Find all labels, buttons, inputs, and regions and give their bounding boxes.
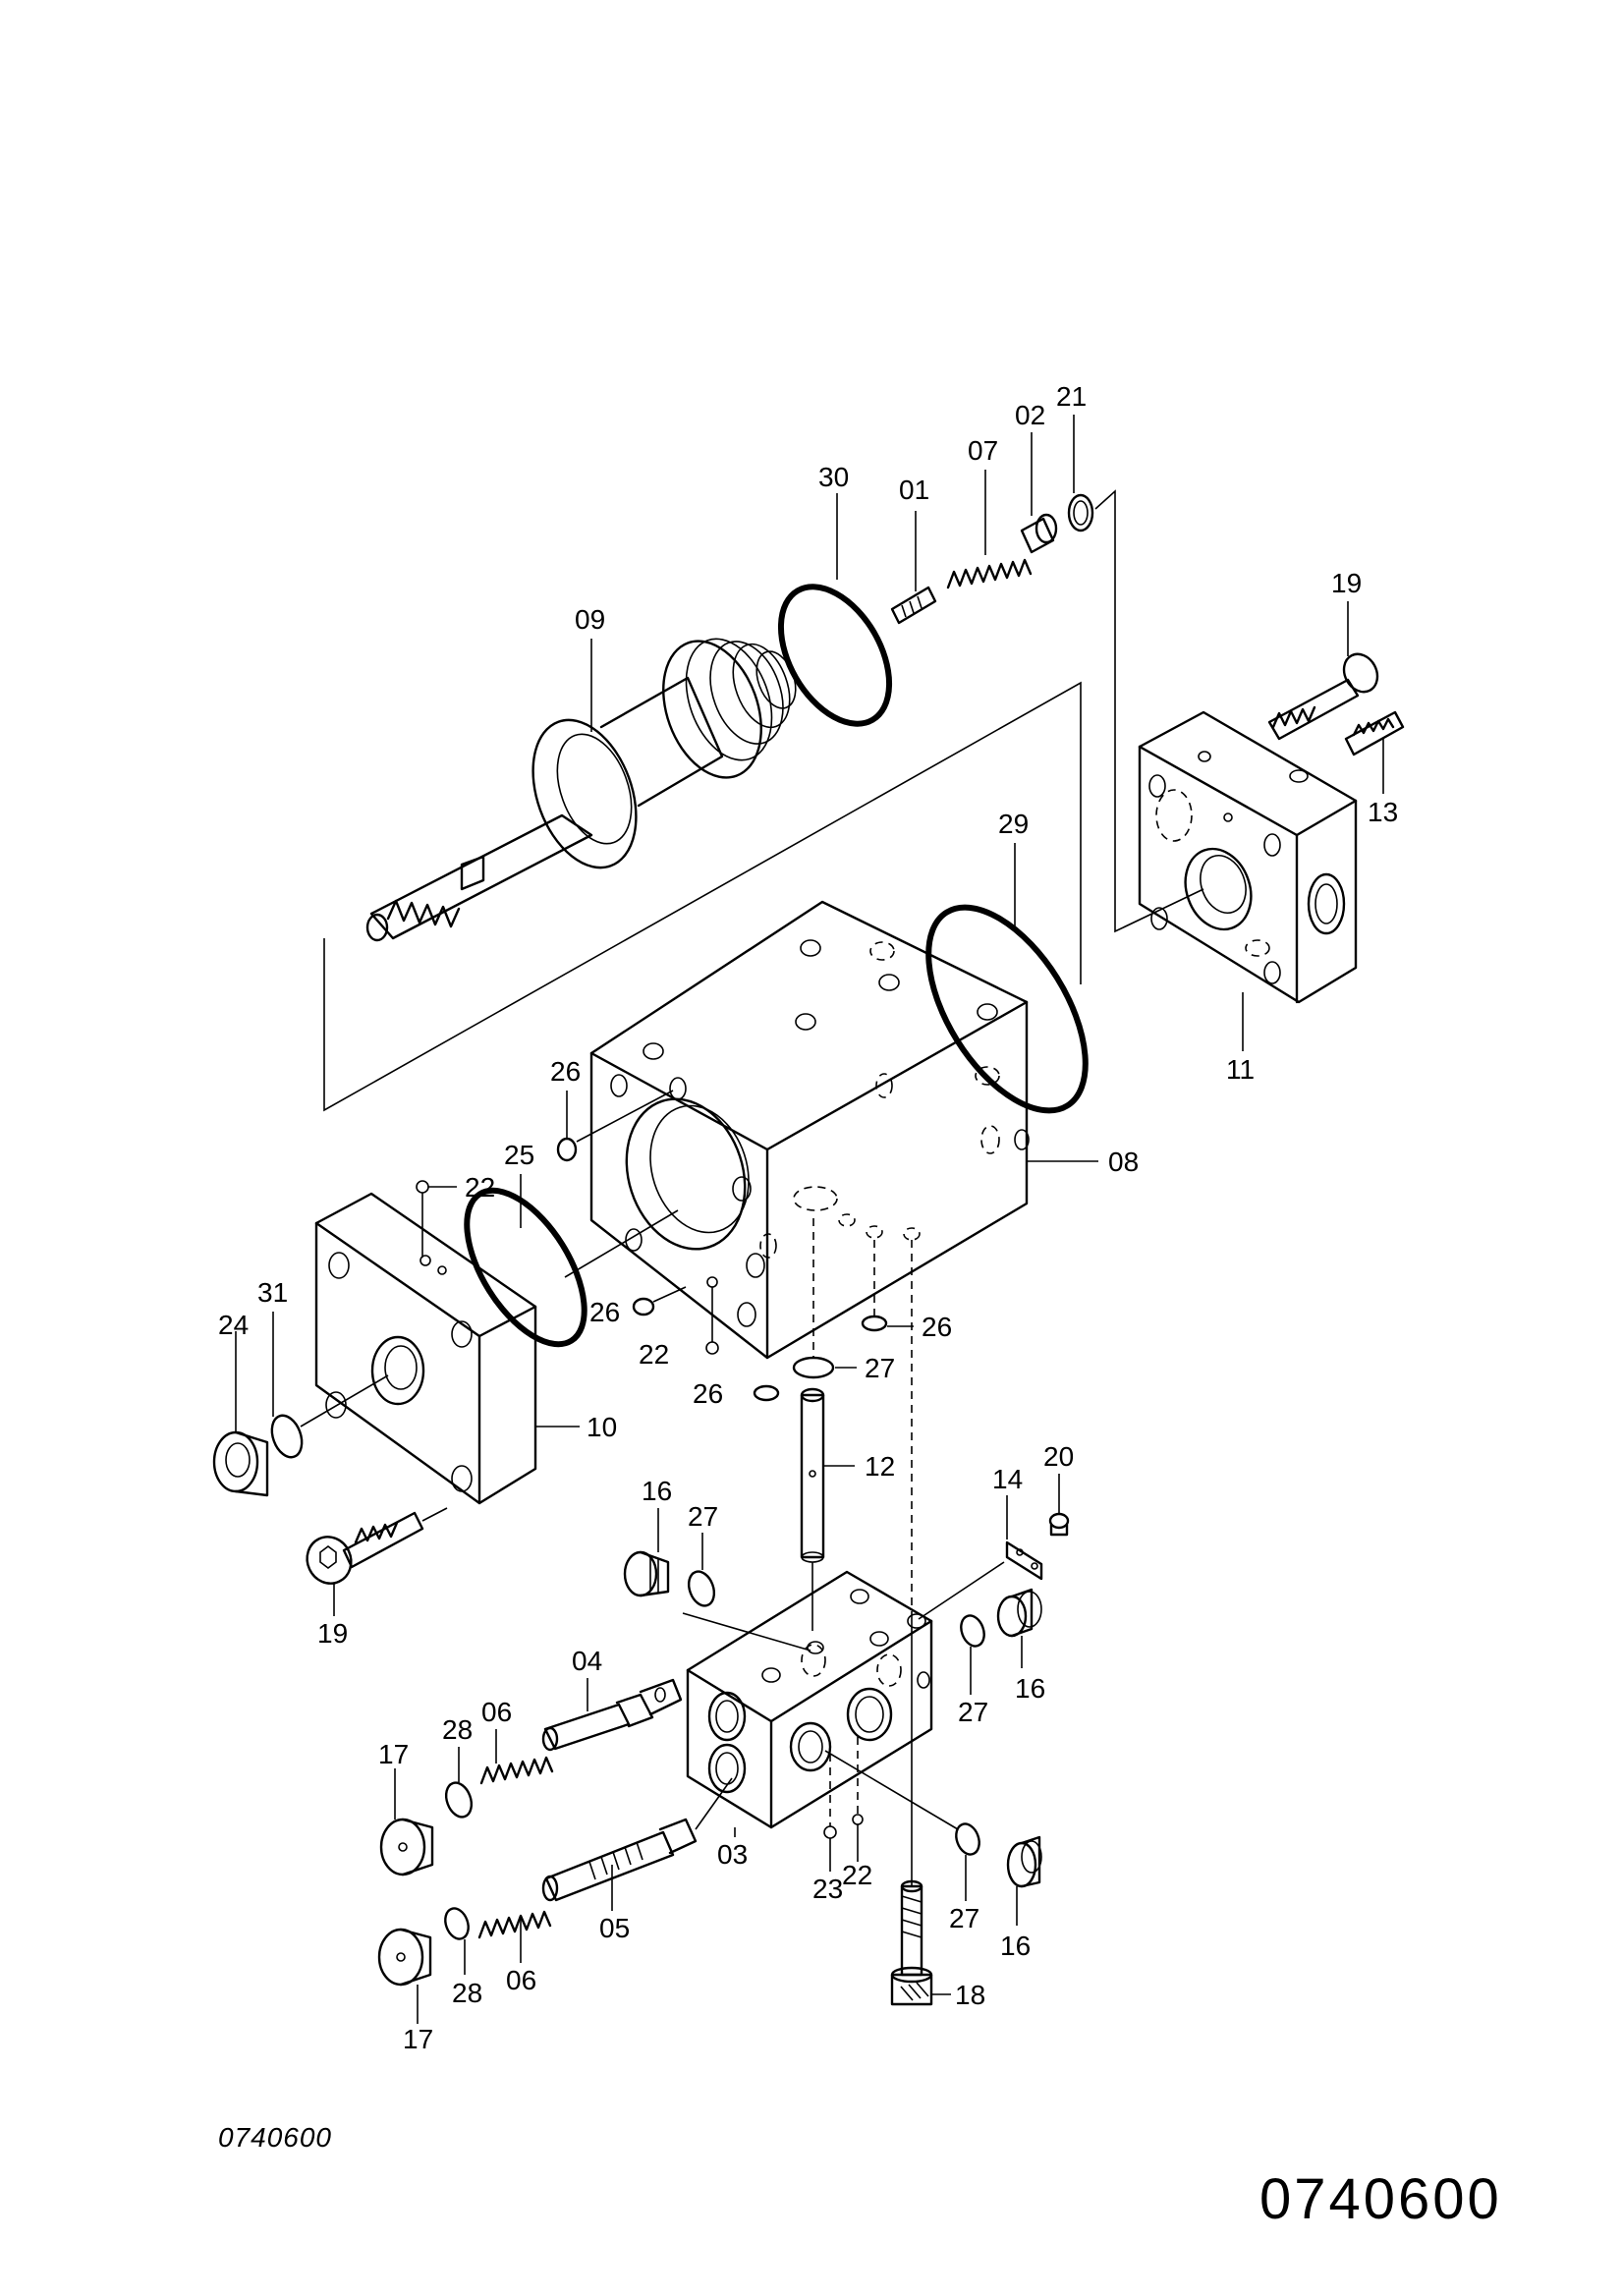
valve-body-block <box>589 900 1030 1360</box>
label-27-a: 27 <box>865 1353 895 1383</box>
part-labels: 30 01 07 02 21 09 19 13 29 11 08 26 25 2… <box>218 381 1398 2054</box>
plug-22-left <box>416 1180 429 1194</box>
plug-16-upper-left <box>623 1550 670 1597</box>
label-23: 23 <box>812 1874 843 1904</box>
label-04: 04 <box>572 1646 602 1676</box>
pilot-block <box>686 1570 933 1829</box>
o-ring-27-b <box>687 1570 716 1607</box>
screw-20 <box>1048 1512 1070 1537</box>
label-22-a: 22 <box>465 1172 495 1203</box>
label-27-d: 27 <box>949 1903 979 1933</box>
label-18: 18 <box>955 1980 985 2010</box>
plug-16-lower-right <box>1006 1835 1042 1888</box>
label-17-b: 17 <box>403 2024 433 2054</box>
o-ring-28-b <box>444 1907 470 1940</box>
assembly-line-21 <box>1094 489 1204 933</box>
label-16-a: 16 <box>642 1476 672 1506</box>
o-ring-27-a <box>792 1356 835 1379</box>
label-16-b: 16 <box>1015 1673 1045 1704</box>
snap-ring-21 <box>1067 493 1094 532</box>
socket-bolt-19-lower <box>306 1511 424 1585</box>
o-ring-29 <box>925 904 1089 1114</box>
label-06-a: 06 <box>481 1697 512 1727</box>
label-28-b: 28 <box>452 1978 482 2008</box>
spring-07 <box>946 558 1033 589</box>
label-19-lower: 19 <box>317 1618 348 1649</box>
label-31: 31 <box>257 1277 288 1308</box>
label-02: 02 <box>1015 400 1045 430</box>
plug-22-low <box>852 1814 864 1825</box>
plate-14 <box>1005 1540 1043 1581</box>
o-ring-28-a <box>444 1781 474 1819</box>
spool-shaft <box>365 638 797 942</box>
o-ring-26-a <box>556 1137 578 1162</box>
label-09: 09 <box>575 604 605 635</box>
label-30: 30 <box>818 462 849 492</box>
drawing-code-large: 0740600 <box>1259 2167 1502 2231</box>
label-07: 07 <box>968 435 998 466</box>
spring-06-upper <box>479 1756 554 1785</box>
o-ring-31 <box>270 1414 304 1459</box>
o-ring-27-c <box>960 1614 985 1648</box>
label-10: 10 <box>587 1412 617 1442</box>
plug-16-right <box>996 1588 1042 1638</box>
label-26-d: 26 <box>922 1312 952 1342</box>
label-14: 14 <box>992 1464 1023 1494</box>
label-03: 03 <box>717 1839 748 1870</box>
label-17-a: 17 <box>378 1739 409 1769</box>
o-ring-26-b <box>632 1297 655 1316</box>
label-25: 25 <box>504 1140 534 1170</box>
plug-17-lower <box>377 1928 432 1987</box>
drawing-code-small: 0740600 <box>218 2122 333 2153</box>
label-22-c: 22 <box>842 1860 872 1890</box>
label-13: 13 <box>1368 797 1398 827</box>
plug-22-mid <box>705 1341 719 1355</box>
spring-seat-02 <box>1020 513 1058 554</box>
label-16-c: 16 <box>1000 1931 1031 1961</box>
label-20: 20 <box>1043 1441 1074 1472</box>
o-ring-27-d <box>955 1822 980 1856</box>
label-29: 29 <box>998 809 1029 839</box>
label-06-b: 06 <box>506 1965 536 1995</box>
label-26-c: 26 <box>693 1378 723 1409</box>
label-05: 05 <box>599 1913 630 1943</box>
label-27-b: 27 <box>688 1501 718 1532</box>
plug-17-upper <box>379 1818 434 1876</box>
label-22-b: 22 <box>639 1339 669 1370</box>
assembly-line-09 <box>323 681 1082 1112</box>
label-11: 11 <box>1226 1054 1255 1085</box>
o-ring-25 <box>464 1187 587 1348</box>
socket-bolt-19-upper <box>1267 652 1379 741</box>
label-01: 01 <box>899 475 929 505</box>
o-ring-26-d <box>861 1315 888 1332</box>
pin-12 <box>800 1387 825 1563</box>
pilot-poppet <box>890 586 937 625</box>
label-08: 08 <box>1108 1147 1139 1177</box>
spool-05 <box>541 1818 698 1902</box>
plug-24 <box>212 1430 269 1497</box>
label-24: 24 <box>218 1310 249 1340</box>
plug-13 <box>1344 710 1405 756</box>
label-19-upper: 19 <box>1331 568 1362 598</box>
label-26-a: 26 <box>550 1056 581 1087</box>
label-21: 21 <box>1056 381 1087 412</box>
label-12: 12 <box>865 1451 895 1482</box>
spool-04 <box>541 1678 683 1752</box>
spring-06-lower <box>477 1910 552 1939</box>
end-cover-left <box>314 1192 537 1505</box>
label-27-c: 27 <box>958 1697 988 1727</box>
assembly-line-25 <box>564 1209 679 1278</box>
tie-bolt-18 <box>890 1879 933 2006</box>
plug-23 <box>823 1825 837 1839</box>
label-26-b: 26 <box>589 1297 620 1327</box>
o-ring-26-c <box>753 1384 780 1402</box>
label-28-a: 28 <box>442 1714 473 1745</box>
end-cover-right <box>1138 710 1358 1004</box>
o-ring-30 <box>777 584 893 727</box>
